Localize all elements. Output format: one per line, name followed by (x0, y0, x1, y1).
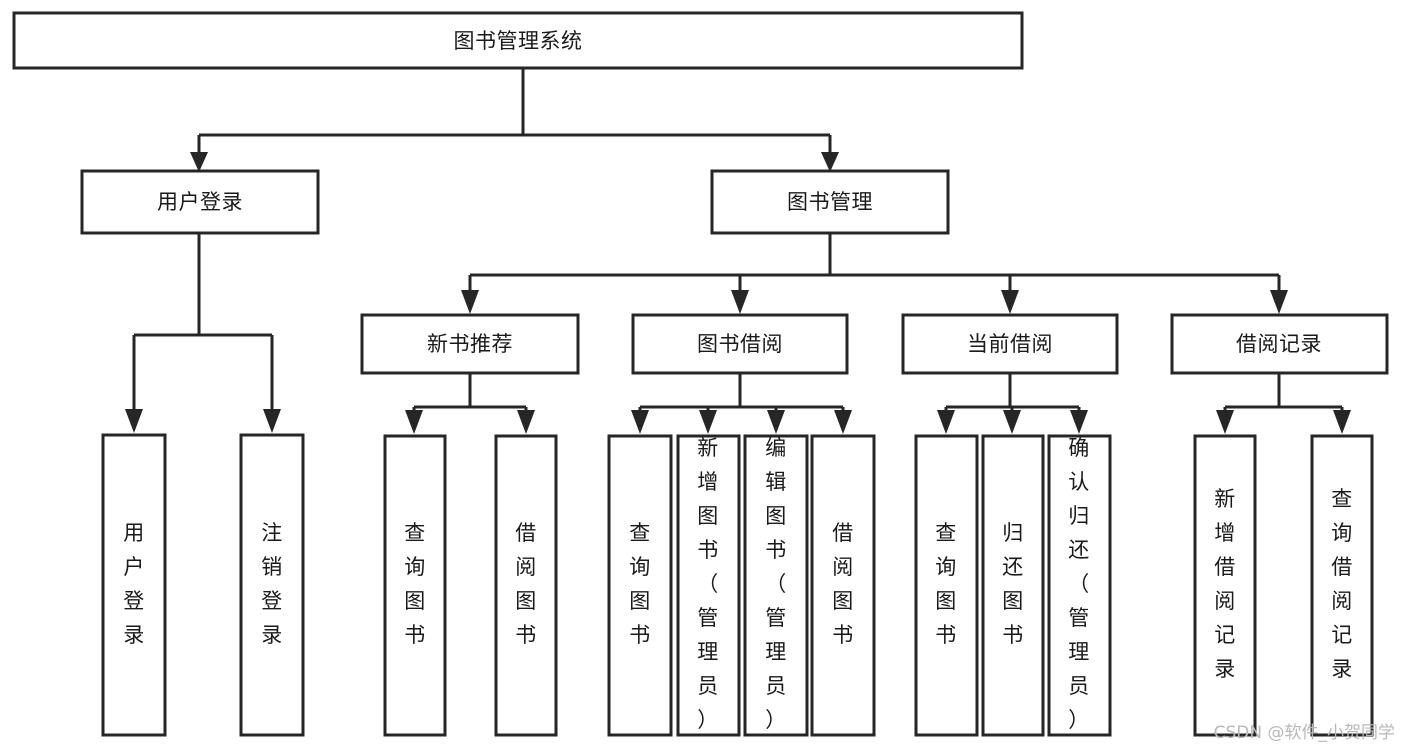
node-book-borrow[interactable]: 图书借阅 (631, 313, 849, 375)
leaf-borrow-record-add-label: 新增借阅记录 (1214, 487, 1236, 681)
leaf-current-borrow-return-box[interactable] (981, 434, 1045, 737)
leaf-current-borrow-confirm[interactable]: 确认归还（管理员） (1047, 434, 1112, 737)
leaf-borrow-record-query-box[interactable] (1310, 434, 1374, 737)
leaf-borrow-record-add-box[interactable] (1193, 434, 1257, 737)
leaf-book-borrow-add-box[interactable] (676, 434, 741, 737)
node-borrow-record-label: 借阅记录 (1236, 332, 1322, 356)
leaf-new-book-borrow[interactable]: 借阅图书 (494, 434, 558, 737)
leaf-book-borrow-add-label: 新增图书（管理员） (697, 436, 719, 732)
leaf-borrow-record-add[interactable]: 新增借阅记录 (1193, 434, 1257, 737)
leaf-book-borrow-add[interactable]: 新增图书（管理员） (676, 434, 741, 737)
node-book-manage-box[interactable] (710, 169, 950, 235)
arrow-user-login-leaf-2 (263, 409, 281, 433)
leaf-user-login-login-label: 用户登录 (123, 521, 145, 647)
leaf-borrow-record-query[interactable]: 查询借阅记录 (1310, 434, 1374, 737)
arrow-book-borrow-leaf-4 (834, 410, 852, 434)
leaf-book-borrow-edit[interactable]: 编辑图书（管理员） (743, 434, 809, 737)
leaf-current-borrow-return[interactable]: 归还图书 (981, 434, 1045, 737)
node-new-book-recommend-label: 新书推荐 (427, 332, 513, 356)
node-borrow-record-box[interactable] (1170, 313, 1389, 375)
node-current-borrow-box[interactable] (901, 313, 1119, 375)
leaf-book-borrow-borrow-label: 借阅图书 (832, 521, 854, 647)
leaf-new-book-borrow-box[interactable] (494, 434, 558, 737)
leaf-book-borrow-query[interactable]: 查询图书 (607, 434, 673, 737)
leaf-borrow-record-query-label: 查询借阅记录 (1331, 487, 1353, 681)
arrow-to-book-borrow (731, 290, 749, 314)
node-current-borrow[interactable]: 当前借阅 (901, 313, 1119, 375)
arrow-to-user-login (190, 152, 208, 172)
leaf-new-book-query-box[interactable] (383, 434, 447, 737)
node-user-login[interactable]: 用户登录 (80, 169, 320, 235)
leaf-user-login-login-box[interactable] (101, 433, 167, 737)
arrow-current-borrow-leaf-1 (937, 410, 955, 434)
leaf-current-borrow-confirm-box[interactable] (1047, 434, 1112, 737)
leaf-user-login-logout-label: 注销登录 (261, 521, 283, 647)
arrow-current-borrow-leaf-2 (1003, 410, 1021, 434)
node-borrow-record[interactable]: 借阅记录 (1170, 313, 1389, 375)
leaf-book-borrow-query-label: 查询图书 (629, 521, 651, 647)
arrow-current-borrow-leaf-3 (1070, 410, 1088, 434)
node-user-login-box[interactable] (80, 169, 320, 235)
node-root-system[interactable]: 图书管理系统 (12, 11, 1024, 70)
arrow-new-book-leaf-1 (405, 410, 423, 434)
node-book-manage-label: 图书管理 (787, 190, 873, 214)
leaf-book-borrow-borrow[interactable]: 借阅图书 (810, 434, 876, 737)
node-book-manage[interactable]: 图书管理 (710, 169, 950, 235)
node-book-borrow-box[interactable] (631, 313, 849, 375)
arrow-book-borrow-leaf-1 (631, 410, 649, 434)
leaf-new-book-query[interactable]: 查询图书 (383, 434, 447, 737)
node-new-book-recommend[interactable]: 新书推荐 (360, 313, 580, 375)
node-root-system-box[interactable] (12, 11, 1024, 70)
leaf-current-borrow-query-label: 查询图书 (935, 521, 957, 647)
leaf-user-login-login[interactable]: 用户登录 (101, 433, 167, 737)
leaf-book-borrow-borrow-box[interactable] (810, 434, 876, 737)
arrow-book-borrow-leaf-3 (767, 410, 785, 434)
arrow-to-book-manage (821, 152, 839, 172)
leaf-current-borrow-return-label: 归还图书 (1002, 521, 1024, 647)
leaf-book-borrow-query-box[interactable] (607, 434, 673, 737)
leaf-book-borrow-edit-box[interactable] (743, 434, 809, 737)
leaf-user-login-logout[interactable]: 注销登录 (239, 433, 305, 737)
arrow-borrow-record-leaf-2 (1333, 410, 1351, 434)
arrow-book-borrow-leaf-2 (699, 410, 717, 434)
leaf-new-book-query-label: 查询图书 (404, 521, 426, 647)
arrow-to-borrow-record (1270, 290, 1288, 314)
connector-layer (125, 68, 1351, 434)
arrow-to-current-borrow (1001, 290, 1019, 314)
node-book-borrow-label: 图书借阅 (697, 332, 783, 356)
leaf-user-login-logout-box[interactable] (239, 433, 305, 737)
arrow-borrow-record-leaf-1 (1216, 410, 1234, 434)
arrow-user-login-leaf-1 (125, 409, 143, 433)
leaf-current-borrow-query-box[interactable] (914, 434, 979, 737)
leaf-current-borrow-query[interactable]: 查询图书 (914, 434, 979, 737)
leaf-current-borrow-confirm-label: 确认归还（管理员） (1068, 436, 1090, 732)
node-current-borrow-label: 当前借阅 (967, 332, 1053, 356)
leaf-new-book-borrow-label: 借阅图书 (515, 521, 537, 647)
node-root-system-label: 图书管理系统 (454, 29, 583, 53)
arrow-to-new-book (461, 290, 479, 314)
node-new-book-recommend-box[interactable] (360, 313, 580, 375)
arrow-new-book-leaf-2 (517, 410, 535, 434)
leaf-book-borrow-edit-label: 编辑图书（管理员） (765, 436, 787, 732)
node-user-login-label: 用户登录 (157, 190, 243, 214)
